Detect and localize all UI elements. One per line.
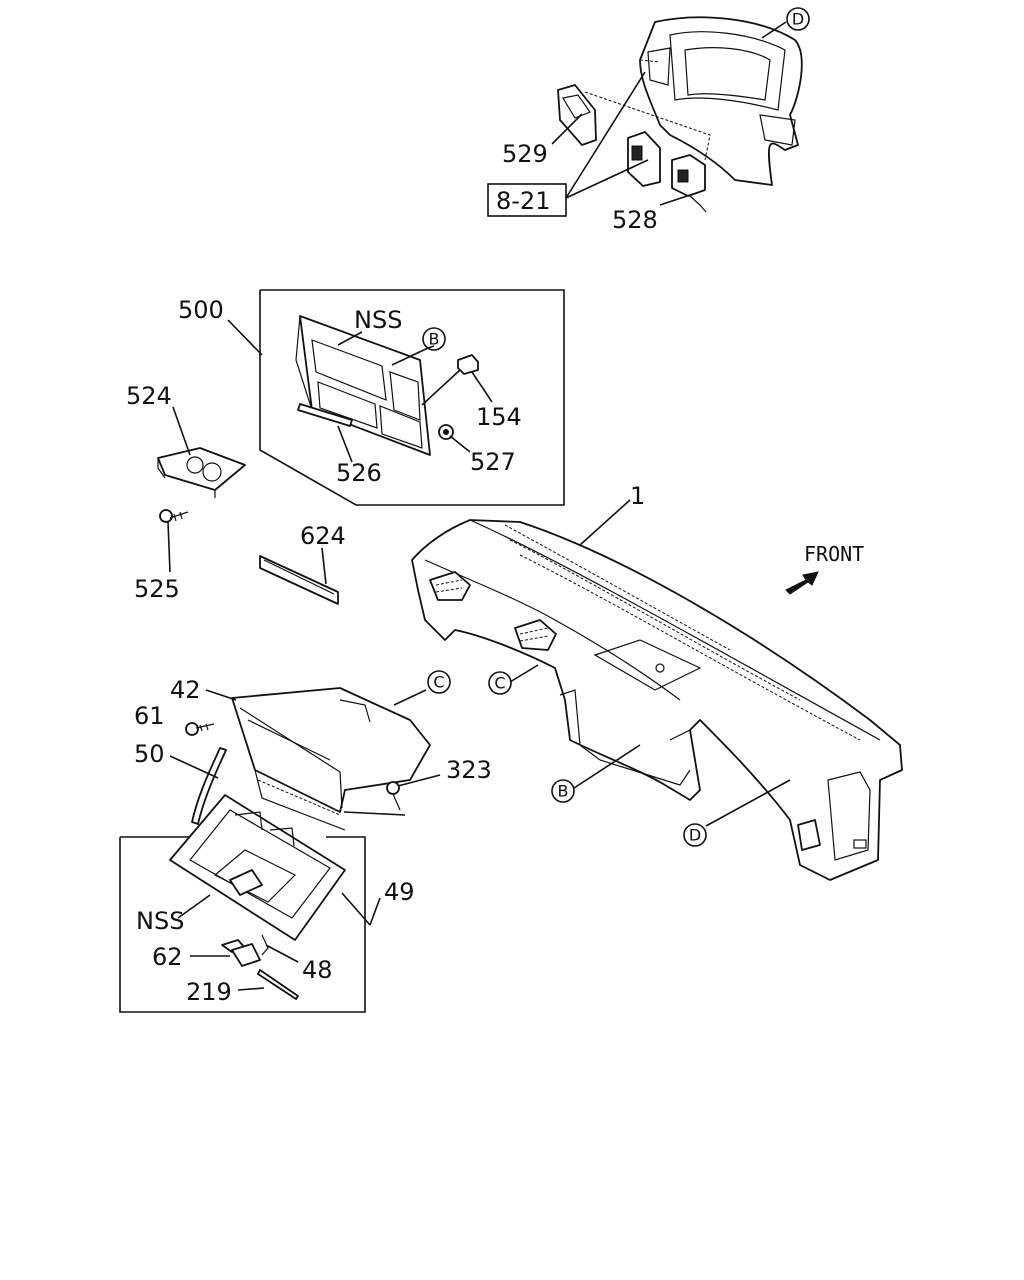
label-624: 624 — [300, 522, 346, 550]
dashboard-leaders — [509, 499, 791, 827]
label-219: 219 — [186, 978, 232, 1006]
label-front: FRONT — [804, 542, 864, 566]
label-154: 154 — [476, 403, 522, 431]
lid-box-49 — [119, 794, 381, 1013]
label-526: 526 — [336, 459, 382, 487]
svg-text:B: B — [558, 782, 569, 801]
stay-50 — [169, 747, 227, 825]
label-1: 1 — [630, 482, 645, 510]
svg-text:C: C — [494, 674, 505, 693]
bracket-524 — [157, 406, 246, 498]
label-529: 529 — [502, 140, 548, 168]
front-arrow — [785, 571, 819, 595]
svg-text:D: D — [792, 10, 804, 29]
ref-box-8-21 — [487, 183, 567, 217]
label-62: 62 — [152, 943, 183, 971]
callout-b-top: B — [422, 327, 446, 351]
trim-624 — [259, 547, 339, 605]
label-528: 528 — [612, 206, 658, 234]
top-leaders — [551, 21, 787, 206]
dashboard-panel — [411, 519, 903, 881]
label-8-21: 8-21 — [496, 187, 550, 215]
callout-d-top: D — [786, 7, 810, 31]
svg-text:B: B — [429, 330, 440, 349]
svg-text:D: D — [689, 826, 701, 845]
bezel-box-500 — [259, 289, 565, 506]
callout-d-dash: D — [683, 823, 707, 847]
label-525: 525 — [134, 575, 180, 603]
label-nss-top: NSS — [354, 306, 402, 334]
callout-b-dash: B — [551, 779, 575, 803]
callout-c-glovebox: C — [427, 670, 451, 694]
label-524: 524 — [126, 382, 172, 410]
glove-box — [205, 687, 431, 831]
screw-61 — [185, 722, 215, 736]
svg-text:C: C — [433, 673, 444, 692]
label-48: 48 — [302, 956, 333, 984]
label-323: 323 — [446, 756, 492, 784]
label-nss-bottom: NSS — [136, 907, 184, 935]
screw-525 — [159, 509, 189, 573]
part-labels: 529 528 8-21 500 NSS 154 527 526 524 525… — [126, 140, 864, 1006]
label-50: 50 — [134, 740, 165, 768]
screw-323 — [343, 774, 441, 816]
callouts: D B C C B D — [422, 7, 810, 847]
cluster-hood-assembly — [557, 16, 803, 213]
label-42: 42 — [170, 676, 201, 704]
label-500: 500 — [178, 296, 224, 324]
label-527: 527 — [470, 448, 516, 476]
callout-c-dash: C — [488, 671, 512, 695]
middle-leaders — [227, 319, 493, 463]
label-61: 61 — [134, 702, 165, 730]
label-49: 49 — [384, 878, 415, 906]
